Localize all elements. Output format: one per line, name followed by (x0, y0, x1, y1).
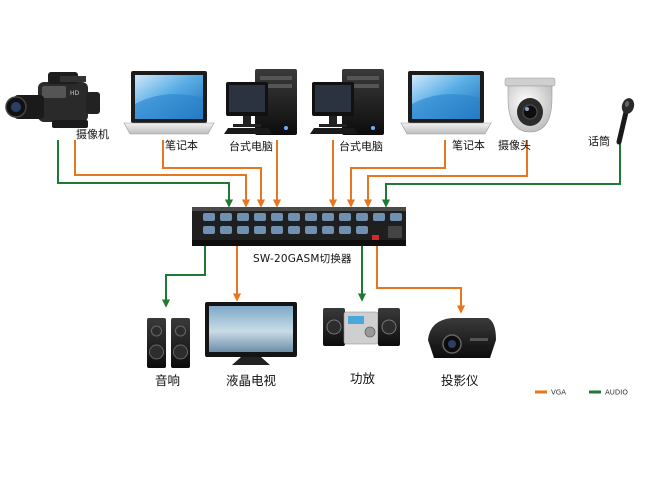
laptop-left-label: 笔记本 (165, 138, 198, 152)
speakers-label: 音响 (155, 373, 180, 388)
audio-line-speakers (161, 246, 206, 308)
port-row-bottom (203, 226, 402, 238)
laptop-right-label: 笔记本 (452, 138, 485, 152)
legend-vga-label: VGA (551, 389, 566, 397)
camcorder-device: HD 摄像机 (5, 72, 109, 141)
legend: VGA AUDIO (535, 389, 628, 397)
connection-lines (57, 140, 621, 314)
camcorder-icon: HD (5, 72, 100, 128)
vga-line-laptop-right (346, 140, 446, 208)
laptop-icon (123, 71, 215, 135)
vga-line-projector (376, 246, 466, 314)
amplifier-device: 功放 (323, 308, 400, 386)
power-switch (372, 235, 379, 241)
speaker-icon (147, 318, 190, 368)
laptop-icon (400, 71, 492, 135)
microphone-label: 话筒 (588, 134, 610, 148)
microphone-icon (616, 98, 635, 145)
desktop-computer-icon (310, 69, 384, 135)
port-row-top (203, 213, 402, 221)
camcorder-label: 摄像机 (76, 127, 109, 141)
desktop-right-label: 台式电脑 (339, 139, 383, 153)
tv-icon (205, 302, 297, 365)
matrix-switcher (192, 207, 406, 246)
audio-line-camcorder (57, 140, 234, 208)
desktop-left-device: 台式电脑 (224, 69, 297, 153)
desktop-left-label: 台式电脑 (229, 139, 273, 153)
dome-camera-device: 摄像头 (498, 77, 556, 152)
svg-text:HD: HD (70, 90, 80, 97)
projector-device: 投影仪 (428, 318, 496, 388)
legend-audio-label: AUDIO (605, 389, 628, 397)
vga-line-laptop-left (162, 140, 266, 208)
desktop-right-device: 台式电脑 (310, 69, 384, 153)
dome-camera-label: 摄像头 (498, 138, 531, 152)
projector-label: 投影仪 (441, 373, 479, 388)
lcd-tv-label: 液晶电视 (226, 373, 277, 388)
projector-icon (428, 318, 496, 358)
dome-camera-icon (504, 77, 556, 133)
lcd-tv-device: 液晶电视 (205, 302, 297, 388)
switcher-model-label: SW-20GASM切换器 (253, 252, 352, 265)
desktop-computer-icon (224, 69, 297, 135)
audio-line-microphone (381, 143, 621, 208)
vga-line-camcorder (74, 140, 251, 208)
laptop-right-device: 笔记本 (400, 71, 492, 152)
vga-line-dome-camera (363, 140, 528, 208)
amplifier-icon (323, 308, 400, 346)
laptop-left-device: 笔记本 (123, 71, 215, 152)
speakers-device: 音响 (147, 318, 190, 388)
amplifier-label: 功放 (350, 371, 376, 386)
microphone-device: 话筒 (588, 98, 635, 148)
